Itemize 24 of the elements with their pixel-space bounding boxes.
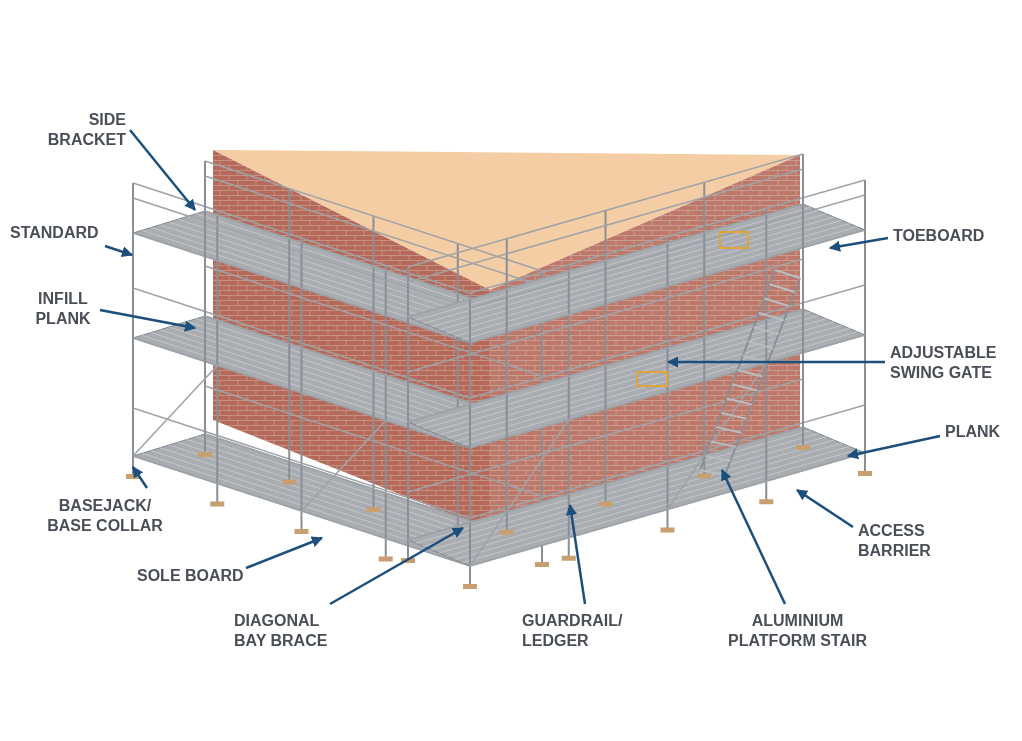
leader-line xyxy=(828,236,889,252)
part-label: BASEJACK/ BASE COLLAR xyxy=(40,496,170,536)
leader-line xyxy=(329,526,464,606)
part-label: ALUMINIUM PLATFORM STAIR xyxy=(710,611,885,651)
part-label: SIDE BRACKET xyxy=(30,110,126,150)
leader-line xyxy=(129,129,196,211)
leader-line xyxy=(99,308,197,332)
part-label: ADJUSTABLE SWING GATE xyxy=(890,343,1018,383)
leader-line xyxy=(720,469,787,605)
leader-line xyxy=(846,434,941,460)
part-label: INFILL PLANK xyxy=(28,289,98,329)
leader-line xyxy=(666,356,885,368)
part-label: STANDARD xyxy=(10,223,120,243)
part-label: ACCESS BARRIER xyxy=(858,521,958,561)
part-label: GUARDRAIL/ LEDGER xyxy=(522,611,652,651)
leader-line xyxy=(131,466,149,489)
part-label: PLANK xyxy=(945,422,1015,442)
leader-line xyxy=(796,488,854,529)
leader-line xyxy=(565,503,587,605)
part-label: SOLE BOARD xyxy=(137,566,247,586)
part-label: DIAGONAL BAY BRACE xyxy=(234,611,349,651)
leader-line xyxy=(104,244,134,258)
leader-line xyxy=(245,536,324,570)
part-label: TOEBOARD xyxy=(893,226,1003,246)
